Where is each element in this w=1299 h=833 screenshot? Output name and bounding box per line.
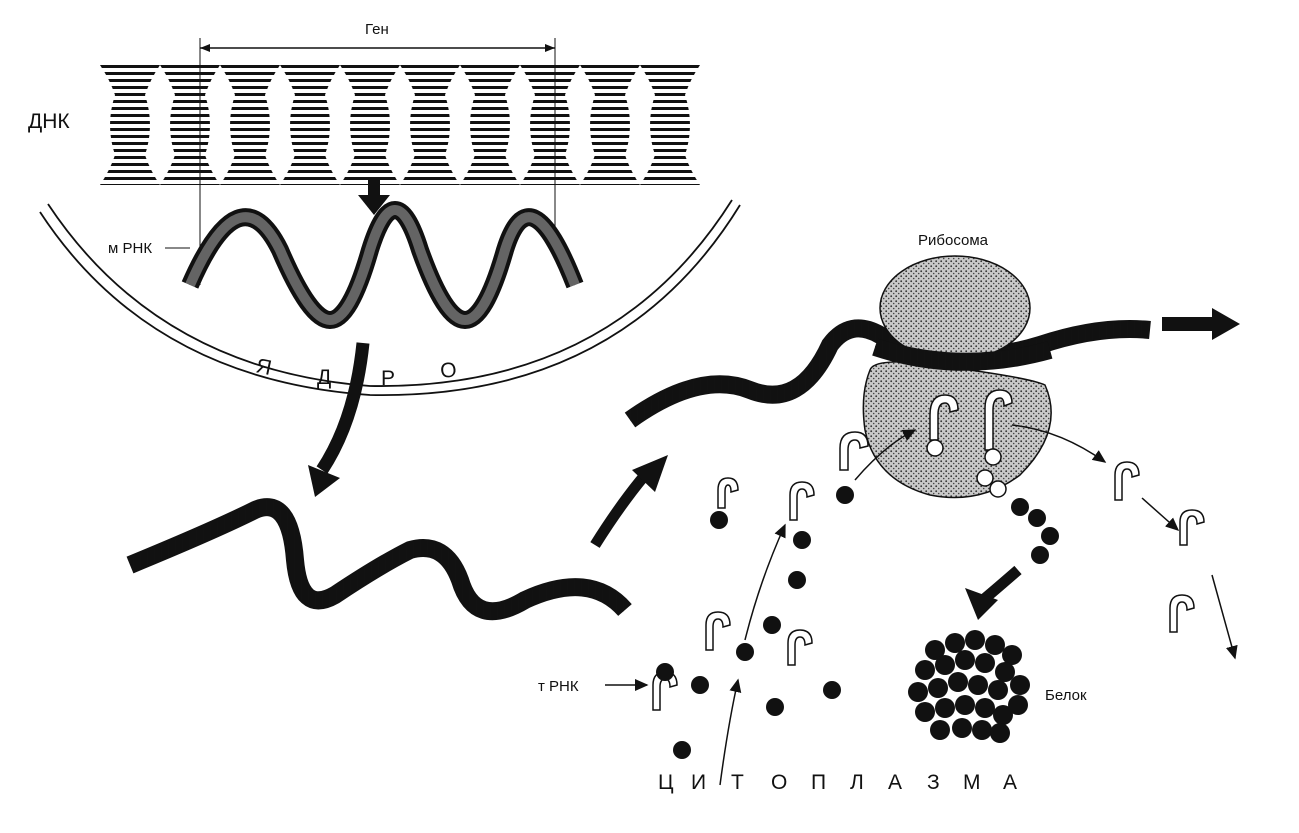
mrna-label: м РНК <box>108 240 152 257</box>
polypeptide-chain <box>1011 498 1059 564</box>
transcription-arrow <box>358 177 390 215</box>
mrna-ribbon-ribosome <box>624 319 1151 428</box>
nucleus-letter-3: Р <box>381 367 395 390</box>
cytoplasm-label: Ц И Т О П Л А З М А <box>658 771 1017 794</box>
cytoplasm-letter-7: А <box>888 771 902 794</box>
protein-globule <box>908 630 1030 743</box>
mrna-ribbon-cytoplasm <box>126 498 632 621</box>
trna-label: т РНК <box>538 678 579 695</box>
to-ribosome-arrow <box>590 455 668 548</box>
translation-direction-arrow <box>1162 308 1240 340</box>
amino-acids <box>656 486 854 759</box>
cytoplasm-letter-10: А <box>1003 771 1017 794</box>
trna-3 <box>839 431 869 471</box>
trna-4 <box>705 611 731 651</box>
pathway-arrows <box>605 424 1238 786</box>
trna-8 <box>1179 509 1205 546</box>
nucleus-letter-2: Д <box>317 366 331 389</box>
gene-bracket <box>199 38 556 285</box>
mrna-ribbon-nucleus <box>181 201 584 330</box>
nuclear-membrane <box>39 199 741 396</box>
cytoplasm-letter-4: О <box>771 771 787 794</box>
cytoplasm-letter-1: Ц <box>658 771 674 794</box>
trna-2 <box>789 481 815 521</box>
trna-9 <box>1169 594 1195 633</box>
protein-label: Белок <box>1045 687 1087 704</box>
nucleus-letter-4: О <box>439 358 458 383</box>
trna-molecules <box>652 431 1205 711</box>
gene-label: Ген <box>365 21 389 38</box>
cytoplasm-letter-9: М <box>963 771 981 794</box>
trna-7 <box>1114 461 1140 501</box>
dna-helix <box>100 65 700 185</box>
cytoplasm-letter-2: И <box>691 771 706 794</box>
cytoplasm-letter-3: Т <box>731 771 744 794</box>
dna-label: ДНК <box>28 110 70 133</box>
trna-5 <box>787 629 813 666</box>
ribosome-large-subunit <box>879 255 1031 361</box>
nucleus-letter-1: Я <box>254 354 274 380</box>
ribosome <box>862 255 1053 499</box>
ribosome-small-subunit <box>862 361 1052 499</box>
export-arrow <box>308 342 370 497</box>
cytoplasm-letter-5: П <box>811 771 826 794</box>
ribosome-label: Рибосома <box>918 232 989 249</box>
trna-1 <box>717 477 739 509</box>
cytoplasm-letter-8: З <box>927 771 940 794</box>
folding-arrow <box>965 565 1022 620</box>
cytoplasm-letter-6: Л <box>850 771 864 794</box>
trna-in-ribosome <box>926 389 1013 498</box>
